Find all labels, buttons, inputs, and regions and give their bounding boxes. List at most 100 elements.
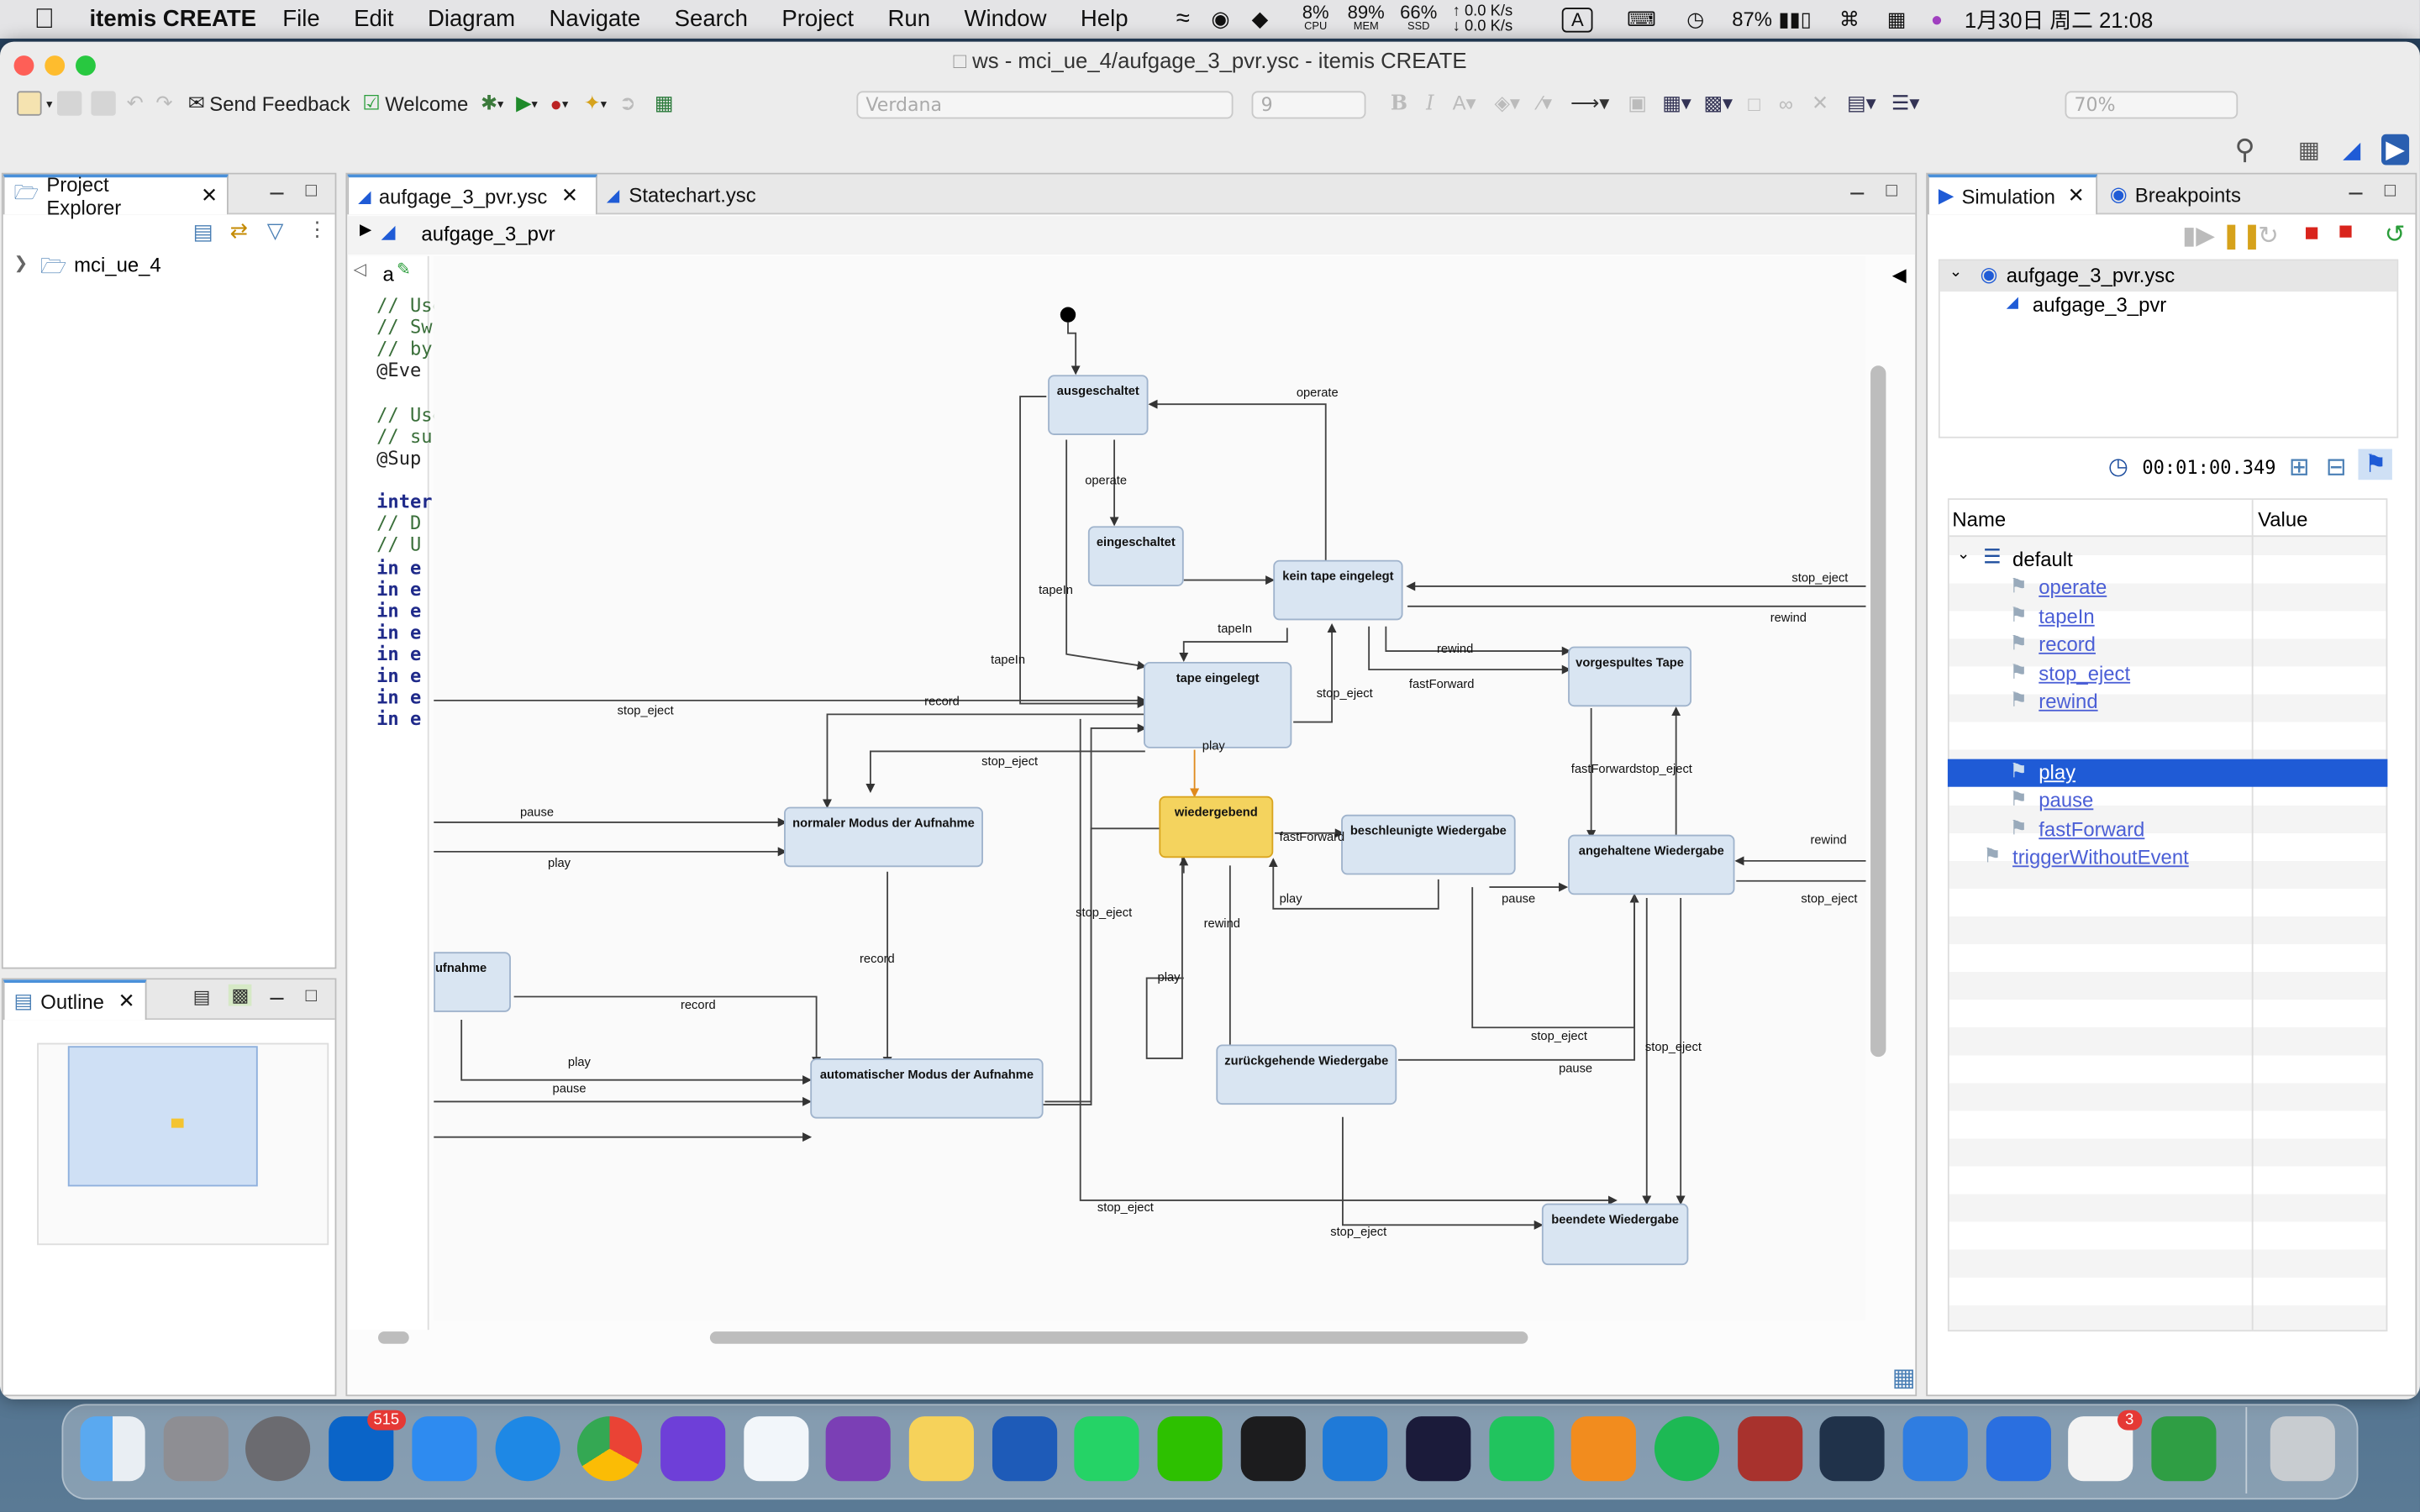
menu-file[interactable]: File (282, 6, 320, 33)
close-icon[interactable]: ✕ (2067, 183, 2085, 207)
close-icon[interactable]: ✕ (560, 183, 578, 207)
relaunch-icon[interactable]: ↺ (2384, 222, 2406, 249)
font-family-select[interactable]: Verdana (856, 91, 1234, 119)
trash-icon[interactable] (2270, 1416, 2335, 1482)
project-item[interactable]: mci_ue_4 (74, 253, 161, 276)
transition-label[interactable]: stop_eject (1644, 1039, 1702, 1054)
launchpad-icon[interactable] (163, 1416, 229, 1482)
trigger-without-event[interactable]: triggerWithoutEvent (2012, 845, 2189, 869)
transition-label[interactable]: operate (1296, 386, 1339, 400)
minimize-icon[interactable]: ⚊ (268, 982, 286, 1005)
line-style-icon[interactable]: ⟶▾ (1570, 91, 1610, 114)
event-record[interactable]: record (2039, 633, 2096, 656)
collapse-all-icon[interactable]: ⊟ (2325, 454, 2347, 482)
transition-label[interactable]: stop_eject (1801, 891, 1858, 906)
pycharm-icon[interactable] (1489, 1416, 1555, 1482)
simulation-perspective-icon[interactable]: ▶ (2381, 134, 2410, 165)
definition-section[interactable]: ◁ a ✎ (349, 255, 429, 1331)
snap-icon[interactable]: □ (1748, 92, 1760, 115)
editor-app-icon[interactable] (2151, 1416, 2217, 1482)
close-icon[interactable]: ✕ (200, 183, 218, 207)
event-play[interactable]: play (2039, 760, 2076, 785)
tab-aufgage-3-pvr[interactable]: ◢ aufgage_3_pvr.ysc ✕ (347, 174, 597, 215)
send-feedback-button[interactable]: Send Feedback (209, 92, 350, 115)
battery-icon[interactable]: ▮▮▯ (1778, 7, 1812, 30)
collapse-chevron-icon[interactable]: ⌄ (1949, 264, 1963, 281)
diagram-canvas[interactable]: ausgeschaltet eingeschaltet kein tape ei… (434, 255, 1866, 1321)
vpn-status-icon[interactable]: ◆ (1251, 6, 1269, 31)
run-icon[interactable]: ▶ (516, 91, 532, 114)
wechat-icon[interactable] (1157, 1416, 1223, 1482)
control-center-icon[interactable]: ▦ (1886, 7, 1907, 30)
vertical-scrollbar[interactable] (1870, 365, 1886, 1058)
wechat-status-icon[interactable]: ◉ (1211, 6, 1230, 31)
whatsapp-icon[interactable] (1074, 1416, 1139, 1482)
expand-all-icon[interactable]: ⊞ (2288, 454, 2310, 482)
router-icon[interactable]: ∞ (1778, 92, 1793, 115)
kotlin-icon[interactable] (1986, 1416, 2051, 1482)
vscode-icon[interactable] (1323, 1416, 1388, 1482)
search-icon[interactable]: ⚲ (2234, 134, 2255, 165)
collapse-chevron-icon[interactable]: ⌄ (1956, 546, 1970, 564)
step-icon[interactable]: ▮▶ (2182, 223, 2215, 250)
obsidian-icon[interactable] (660, 1416, 726, 1482)
chrome-icon[interactable] (576, 1416, 643, 1482)
state-zurueckgehende-wiedergabe[interactable]: zurückgehende Wiedergabe (1216, 1044, 1397, 1105)
breadcrumb-item[interactable]: aufgage_3_pvr (421, 222, 555, 246)
terminate-icon[interactable]: ■ (2304, 220, 2319, 247)
zoom-select[interactable]: 70% (2065, 91, 2238, 119)
menu-edit[interactable]: Edit (354, 6, 394, 33)
transition-label[interactable]: fastForward (1408, 677, 1475, 691)
state-aufnahme[interactable]: ufnahme (434, 952, 511, 1012)
filter-icon[interactable]: ▽ (266, 217, 284, 243)
state-automatischer-modus-der-aufnahme[interactable]: automatischer Modus der Aufnahme (810, 1058, 1044, 1119)
event-tapein[interactable]: tapeIn (2039, 604, 2095, 628)
state-wiedergebend[interactable]: wiedergebend (1159, 795, 1274, 858)
transition-label[interactable]: tapeIn (1039, 583, 1073, 597)
terminate-all-icon[interactable]: ■ (2338, 218, 2354, 246)
state-beendete-wiedergabe[interactable]: beendete Wiedergabe (1541, 1203, 1689, 1266)
transition-label[interactable]: play (567, 1055, 591, 1069)
italic-icon[interactable]: I (1426, 92, 1434, 115)
scope-row[interactable]: ⌄ ☰ default (1948, 544, 2387, 574)
open-perspective-icon[interactable]: ▦ (654, 91, 674, 114)
transition-label[interactable]: record (680, 998, 716, 1012)
state-eingeschaltet[interactable]: eingeschaltet (1087, 526, 1184, 586)
transition-label[interactable]: tapeIn (991, 652, 1026, 667)
maximize-icon[interactable]: □ (305, 179, 317, 201)
debug-icon[interactable]: ✱ (480, 91, 498, 114)
wifi-icon[interactable]: ⌘ (1839, 7, 1860, 30)
transition-label[interactable]: stop_eject (1330, 1225, 1387, 1239)
link-editor-icon[interactable]: ⇄ (229, 217, 249, 243)
column-name[interactable]: Name (1952, 507, 2007, 531)
transition-label[interactable]: stop_eject (1531, 1029, 1587, 1043)
app-name[interactable]: itemis CREATE (89, 6, 257, 33)
perspective-icon[interactable]: ▦ (2297, 137, 2320, 164)
event-fastforward[interactable]: fastForward (2039, 817, 2145, 842)
arrange-all-icon[interactable]: ▩▾ (1703, 91, 1733, 114)
event-row[interactable]: ⚑tapeIn (1948, 603, 2387, 631)
column-divider[interactable] (2251, 500, 2254, 538)
siri-icon[interactable]: ● (1930, 8, 1944, 31)
tab-simulation[interactable]: ▶ Simulation ✕ (1928, 174, 2098, 215)
menu-window[interactable]: Window (964, 6, 1047, 33)
finder-icon[interactable] (80, 1416, 145, 1482)
welcome-button[interactable]: Welcome (385, 92, 469, 115)
collapse-all-icon[interactable]: ▤ (192, 218, 213, 244)
tab-breakpoints[interactable]: ◉ Breakpoints (2101, 175, 2286, 215)
menu-diagram[interactable]: Diagram (427, 6, 516, 33)
state-tape-eingelegt[interactable]: tape eingelegt (1143, 661, 1292, 748)
menu-run[interactable]: Run (887, 6, 931, 33)
event-row[interactable]: ⚑fastForward (1948, 816, 2387, 844)
mail-icon[interactable] (412, 1416, 477, 1482)
transition-label[interactable]: play (1157, 970, 1181, 984)
cut-icon[interactable]: ✕ (1811, 91, 1828, 114)
save-all-icon[interactable] (91, 91, 116, 116)
share-icon[interactable]: ➲ (618, 91, 636, 114)
font-size-select[interactable]: 9 (1251, 91, 1366, 119)
transition-label[interactable]: rewind (1770, 611, 1807, 625)
pause-icon[interactable]: ❚❚ (2221, 223, 2263, 250)
event-rewind[interactable]: rewind (2039, 690, 2098, 713)
state-normaler-modus-der-aufnahme[interactable]: normaler Modus der Aufnahme (784, 806, 983, 868)
todo-icon[interactable] (1902, 1416, 1968, 1482)
